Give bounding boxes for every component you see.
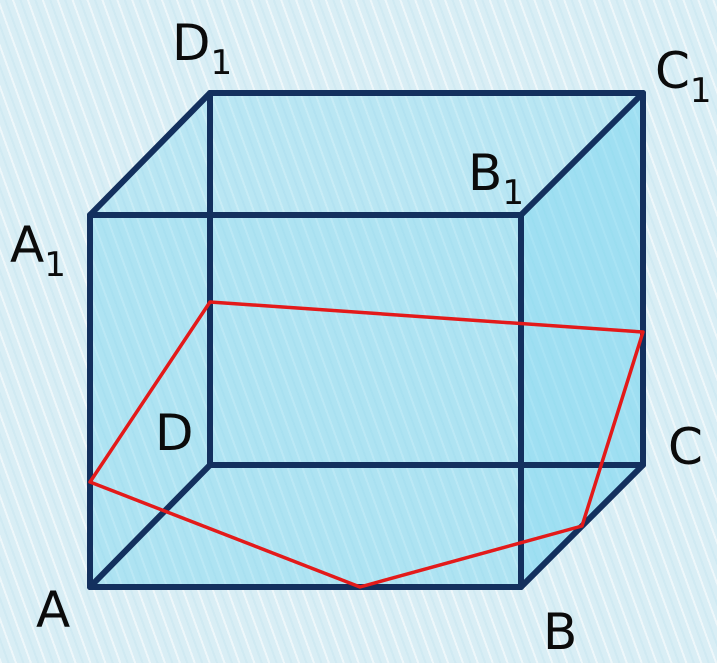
vertex-label-C1: C1: [655, 42, 712, 111]
face-top: [90, 93, 643, 215]
vertex-label-D1: D1: [172, 14, 233, 83]
edge-A-D: [87, 462, 213, 590]
vertex-label-A1: A1: [10, 216, 66, 285]
vertex-label-C: C: [668, 418, 703, 476]
vertex-label-B: B: [543, 603, 578, 661]
vertex-label-D: D: [155, 404, 194, 462]
edge-A1-D1: [87, 90, 213, 218]
edge-B1-C1: [518, 90, 646, 218]
cross-section-polygon: [88, 300, 645, 589]
vertex-label-A: A: [36, 581, 71, 639]
face-front: [90, 215, 521, 587]
vertex-label-B1: B1: [468, 144, 524, 213]
